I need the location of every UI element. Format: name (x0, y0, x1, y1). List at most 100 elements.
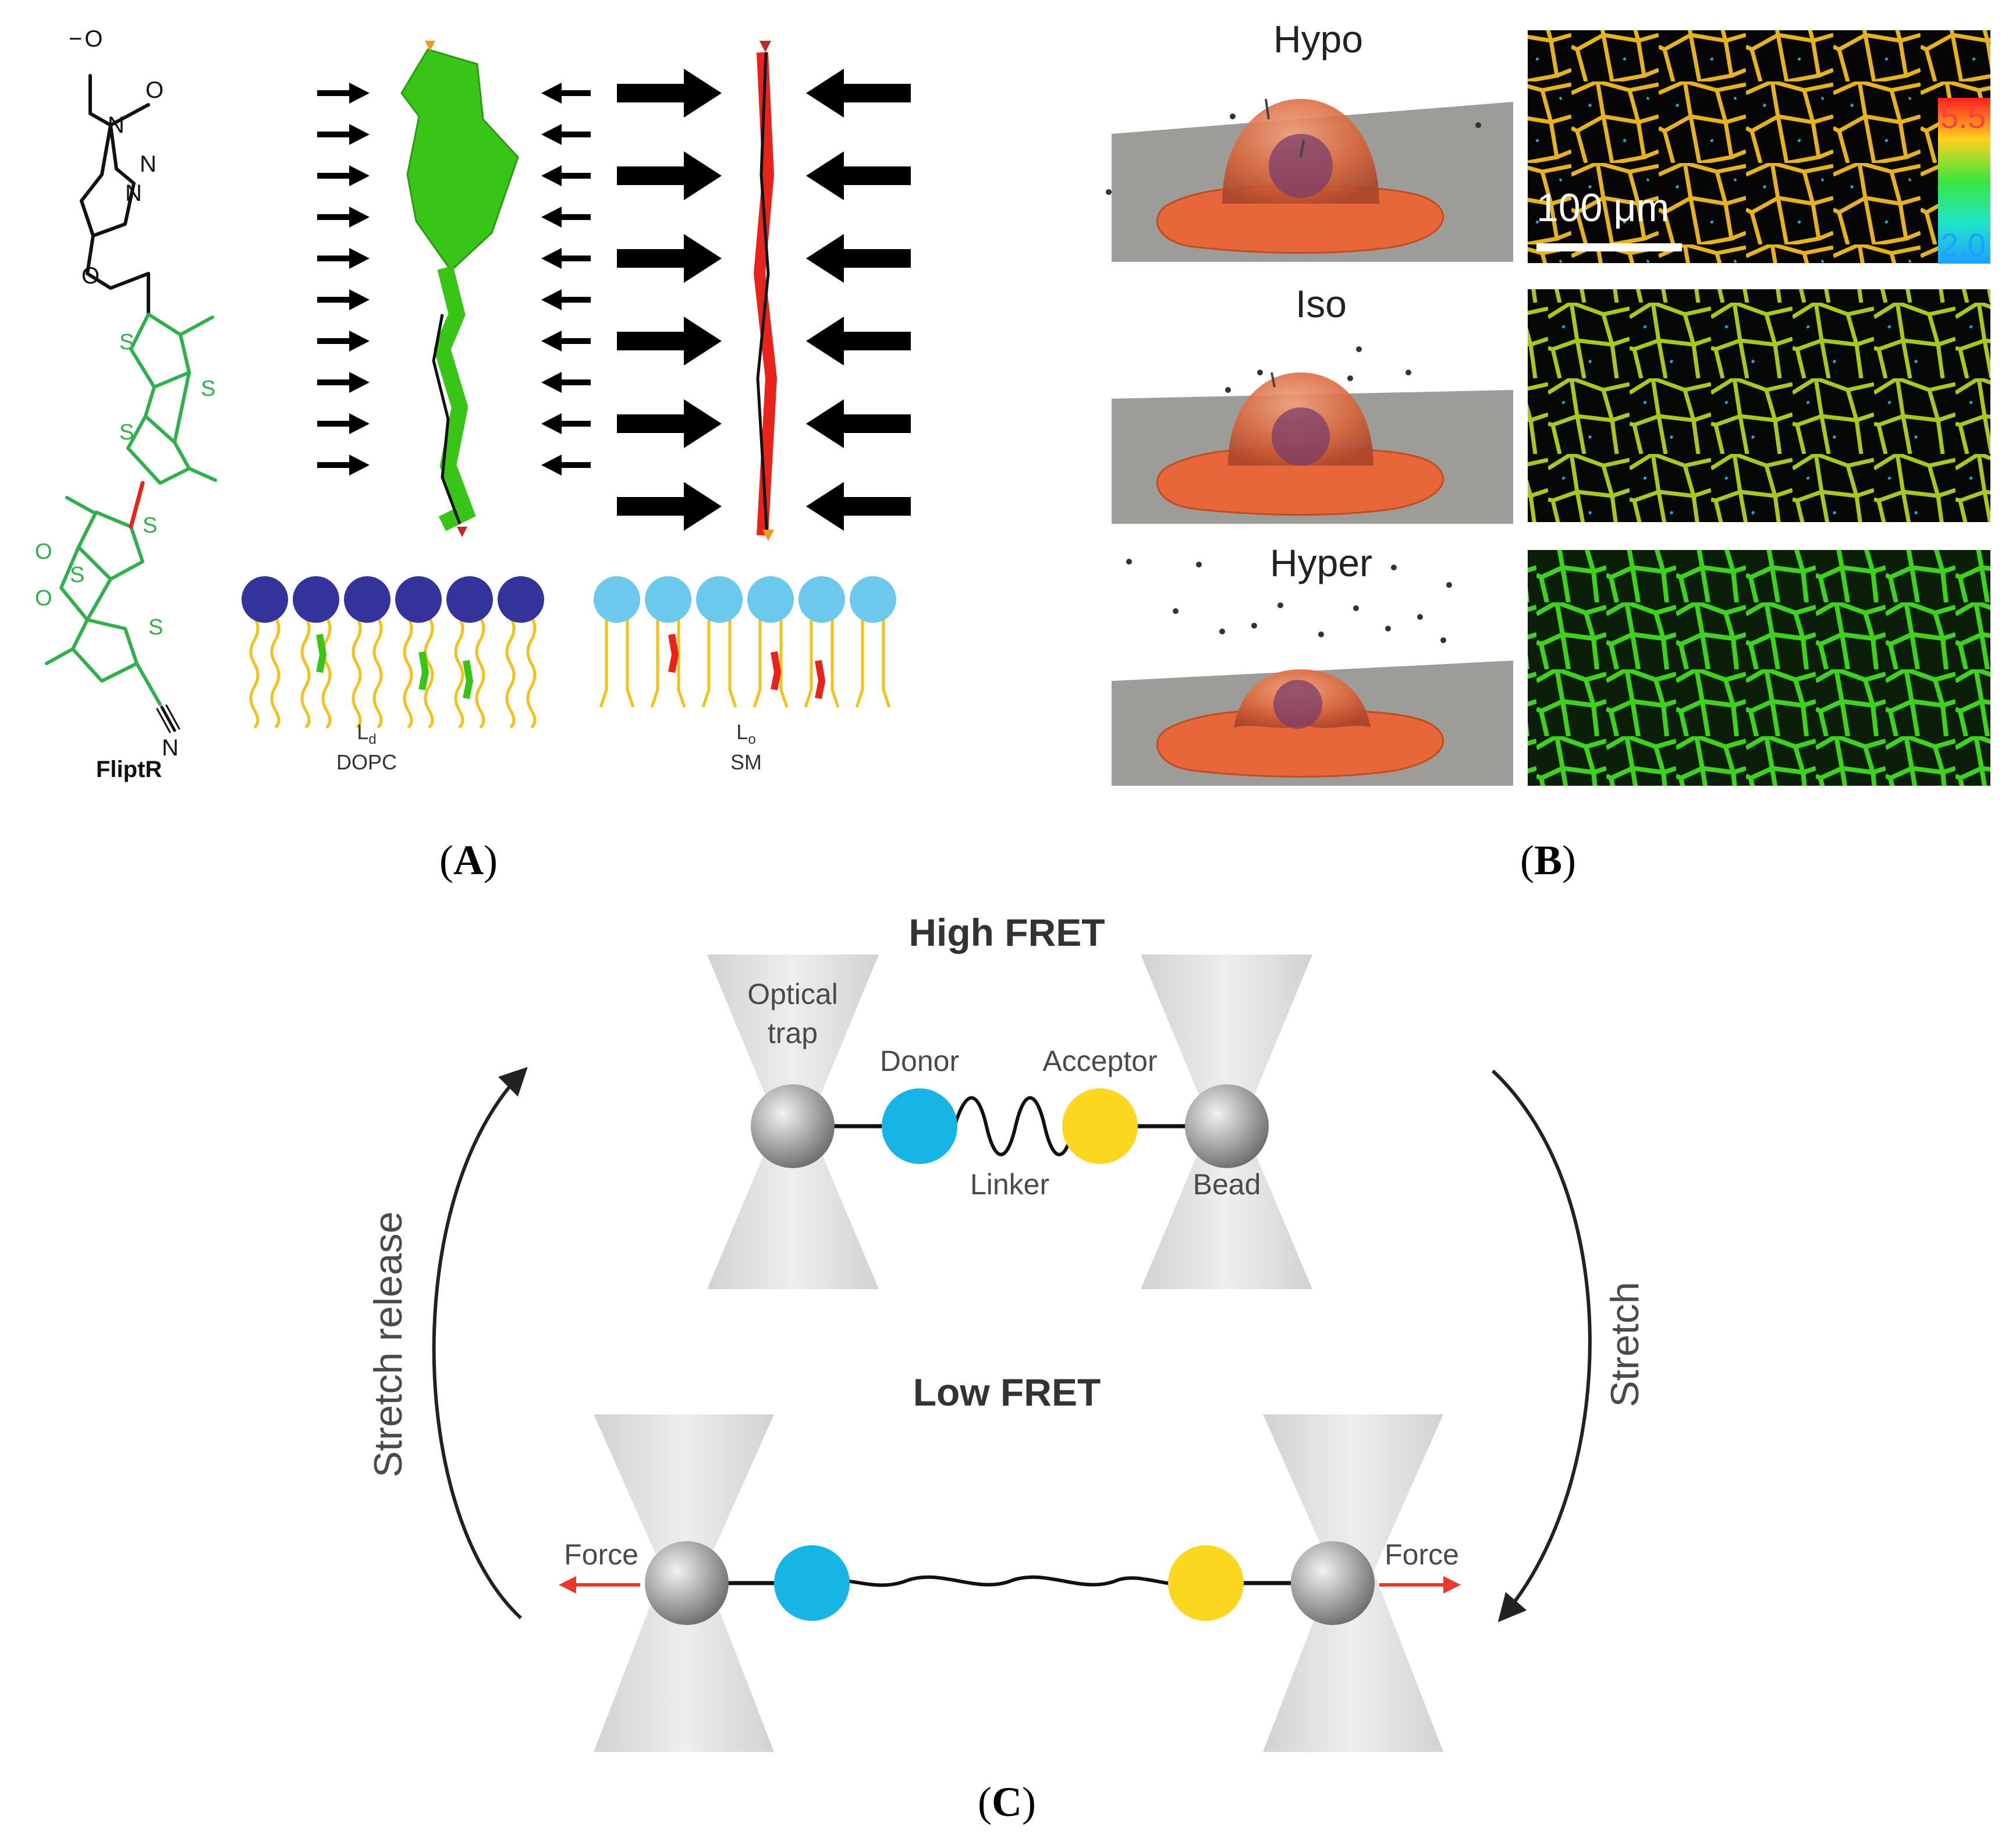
triazole-n1: N (108, 112, 125, 138)
panel-a: −O O N N N O S S S S S O O S N FliptR (35, 26, 911, 782)
condition-iso: Iso (1296, 282, 1347, 325)
lipid-head (242, 576, 288, 623)
low-fret-title: Low FRET (913, 1371, 1101, 1414)
pressure-arrow (317, 83, 370, 104)
lo-phase-label: Lo (736, 720, 755, 747)
bead-top-right (1185, 1084, 1269, 1168)
pressure-arrow-large (806, 69, 911, 118)
sulfur-label: S (70, 563, 84, 587)
lipid-tail (526, 616, 537, 729)
ld-arrows-left (541, 83, 591, 476)
lipid-head (696, 576, 743, 623)
osmolyte-dot (1219, 629, 1225, 634)
osmolyte-dot (1385, 626, 1391, 631)
scale-bar-label: 100 μm (1536, 186, 1669, 230)
fliptr-structure: −O O N N N O S S S S S O O S N FliptR (35, 26, 217, 782)
lipid-head (798, 576, 845, 623)
probe-in-membrane (418, 651, 430, 691)
osmolyte-dot (1106, 189, 1112, 195)
osmolyte-dot (1417, 614, 1423, 620)
molecule-name: FliptR (96, 757, 162, 782)
osmolyte-dot (1356, 346, 1362, 352)
bead-top-left (751, 1084, 835, 1168)
lipid-tail (701, 617, 711, 708)
pressure-arrow-large (617, 482, 722, 531)
lipid-head (293, 576, 339, 623)
pressure-arrow-large (806, 317, 911, 366)
lipid-tail (830, 617, 840, 708)
lipid-tail (779, 617, 789, 708)
pressure-arrow (541, 165, 591, 186)
colorbar-max: 5.5 (1940, 98, 1986, 135)
pressure-arrow (541, 372, 591, 393)
pressure-arrow (541, 83, 591, 104)
marker-orange (762, 530, 774, 541)
ld-probe (400, 41, 519, 537)
optical-trap-label-2: trap (768, 1017, 818, 1049)
pressure-arrow (317, 372, 370, 393)
osmolyte-dot (1173, 608, 1179, 614)
lipid-tail (882, 617, 891, 708)
pressure-arrow (541, 248, 591, 269)
lipid-head (446, 576, 493, 623)
caption-b: (B) (1520, 837, 1576, 884)
lipid-tail (403, 616, 413, 729)
osmolyte-dot (1230, 113, 1236, 119)
pressure-arrow-large (617, 317, 722, 366)
osmolyte-dot (1446, 582, 1452, 588)
pressure-arrow (317, 455, 370, 476)
lipid-tail (321, 616, 332, 729)
condition-hypo: Hypo (1273, 17, 1363, 61)
panel-c: High FRET Low FRET Optical trap Donor Ac… (366, 911, 1647, 1752)
force-label-right: Force (1385, 1538, 1459, 1571)
probe-in-membrane (463, 659, 474, 700)
lipid-tail (650, 617, 659, 708)
acceptor-label: Acceptor (1042, 1045, 1157, 1077)
force-arrow-right (1379, 1576, 1461, 1594)
lipid-tail (599, 617, 608, 708)
linker-stretched (811, 1575, 1206, 1587)
ether-o: O (81, 263, 100, 289)
lipid-tail (728, 617, 737, 708)
micrograph-hyper (1528, 550, 1990, 786)
lipid-head (747, 576, 794, 623)
donor-label: Donor (880, 1045, 959, 1077)
osmolyte-dot (1353, 605, 1359, 611)
stretch-release-arrow (432, 1067, 528, 1620)
linker-coiled (953, 1096, 1076, 1156)
lo-membrane (594, 576, 896, 708)
pressure-arrow (317, 289, 370, 310)
lipid-tail (249, 616, 260, 729)
osmolyte-dot (1318, 631, 1324, 637)
ld-phase-label: Ld (357, 720, 376, 747)
sulfur-label: S (143, 513, 157, 538)
row-iso: Iso (1112, 282, 1990, 524)
lo-lipid-label: SM (730, 750, 762, 774)
triazole-n2: N (140, 151, 157, 177)
pressure-arrow (541, 331, 591, 352)
osmolyte-dot (1126, 559, 1132, 565)
lipid-tail (372, 616, 383, 729)
pressure-arrow (317, 331, 370, 352)
row-hyper: Hyper (1112, 541, 1990, 786)
lipid-tail (677, 617, 686, 708)
osmolyte-dot (1196, 562, 1202, 567)
pressure-arrow (317, 248, 370, 269)
scale-bar (1536, 243, 1682, 251)
pressure-arrow-large (617, 151, 722, 200)
pressure-arrow-large (806, 151, 911, 200)
ld-arrows (317, 83, 370, 476)
lipid-tail (804, 617, 813, 708)
ld-membrane (242, 576, 544, 729)
pressure-arrow-large (806, 482, 911, 531)
micrograph-iso (1528, 289, 1990, 522)
caption-c: (C) (978, 1779, 1036, 1825)
pressure-arrow (541, 413, 591, 434)
bead-bottom-right (1291, 1541, 1375, 1625)
force-arrow-left (559, 1576, 640, 1594)
osmolyte-dot (1391, 565, 1397, 570)
probe-in-membrane (815, 659, 826, 700)
marker-red (457, 527, 467, 537)
donor-bottom (774, 1545, 850, 1621)
